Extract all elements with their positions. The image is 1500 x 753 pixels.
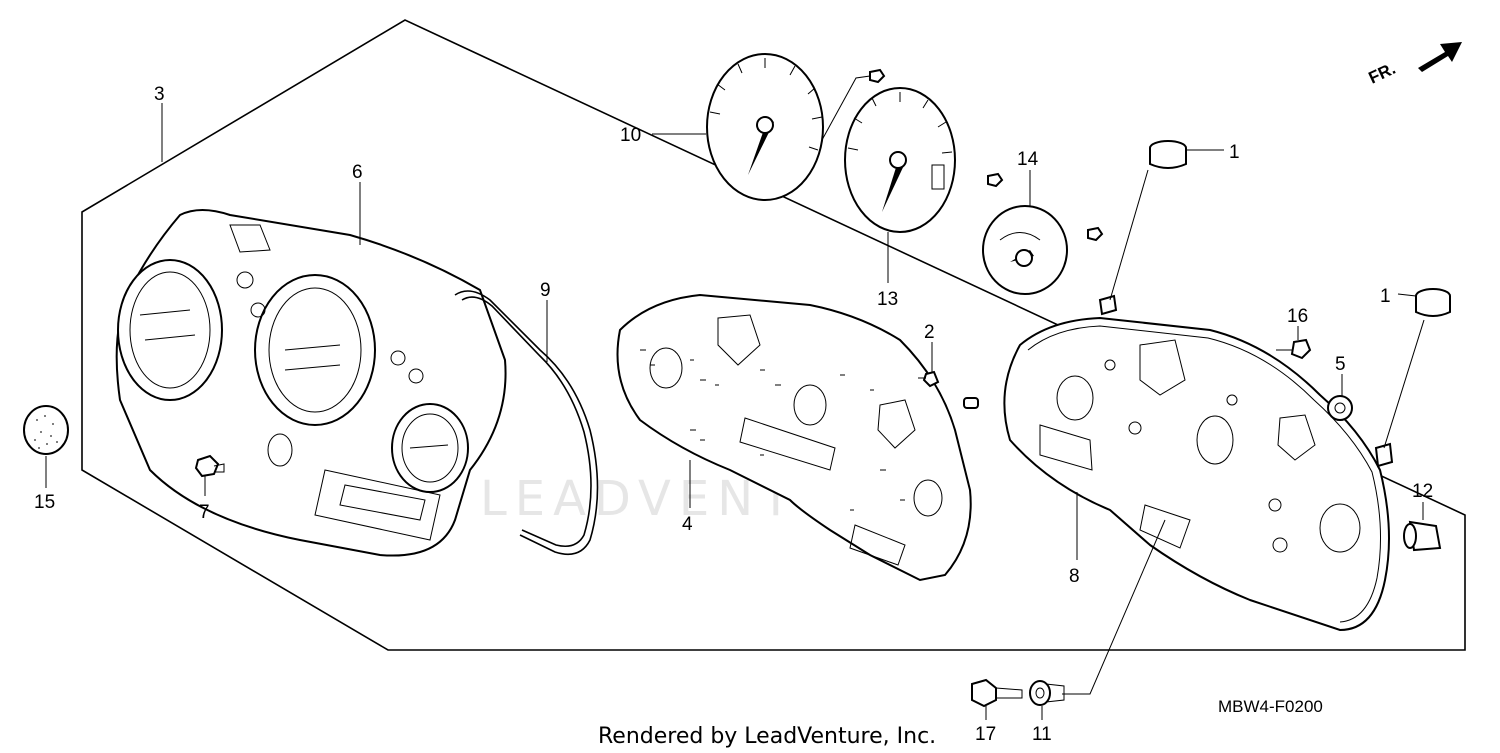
callout-7: 7 [199,502,210,523]
callout-16: 16 [1287,306,1308,327]
part-12-socket [1403,520,1442,552]
part-11-washer [1029,680,1065,706]
callout-9: 9 [540,280,551,301]
part-6-meter-case [115,209,507,557]
screw-14 [1087,226,1104,242]
part-2-bulb [918,370,940,388]
part-14-fuel-gauge [982,205,1068,295]
callout-15: 15 [34,492,55,513]
callout-4: 4 [682,514,693,535]
part-8-rear-case [1003,316,1390,632]
callout-8: 8 [1069,566,1080,587]
assembly-outline [81,19,1466,651]
callout-1-top: 1 [1229,142,1240,163]
direction-label: FR. [1366,59,1399,88]
callout-6: 6 [352,162,363,183]
part-17-bolt [971,678,1023,708]
bulb-loose [963,397,979,409]
part-1-grommet-top [1098,140,1187,316]
front-direction-arrow: FR. [1366,42,1462,88]
callout-2: 2 [924,322,935,343]
callout-11: 11 [1032,724,1052,745]
callout-13: 13 [877,289,898,310]
screw-13 [987,172,1004,188]
screw-10 [869,68,886,84]
callout-14: 14 [1017,149,1039,170]
part-13-tachometer-face [844,87,956,233]
diagram-code: MBW4-F0200 [1218,697,1323,716]
part-15-cap [23,405,69,455]
callout-10: 10 [620,125,641,146]
part-9-gasket [454,290,599,556]
footer-credit: Rendered by LeadVenture, Inc. [598,724,936,749]
callout-12: 12 [1412,481,1433,502]
callout-17: 17 [975,724,996,745]
leader-lines [45,75,1425,720]
part-4-circuit-board [616,293,972,582]
callout-1-right: 1 [1380,286,1391,307]
part-5-nut [1327,395,1353,421]
part-16-screw [1276,338,1312,360]
part-7-screw [194,454,225,478]
callout-5: 5 [1335,354,1346,375]
part-10-speedometer-face [706,53,824,201]
callout-3: 3 [154,84,165,105]
part-1-grommet-right [1374,288,1451,468]
